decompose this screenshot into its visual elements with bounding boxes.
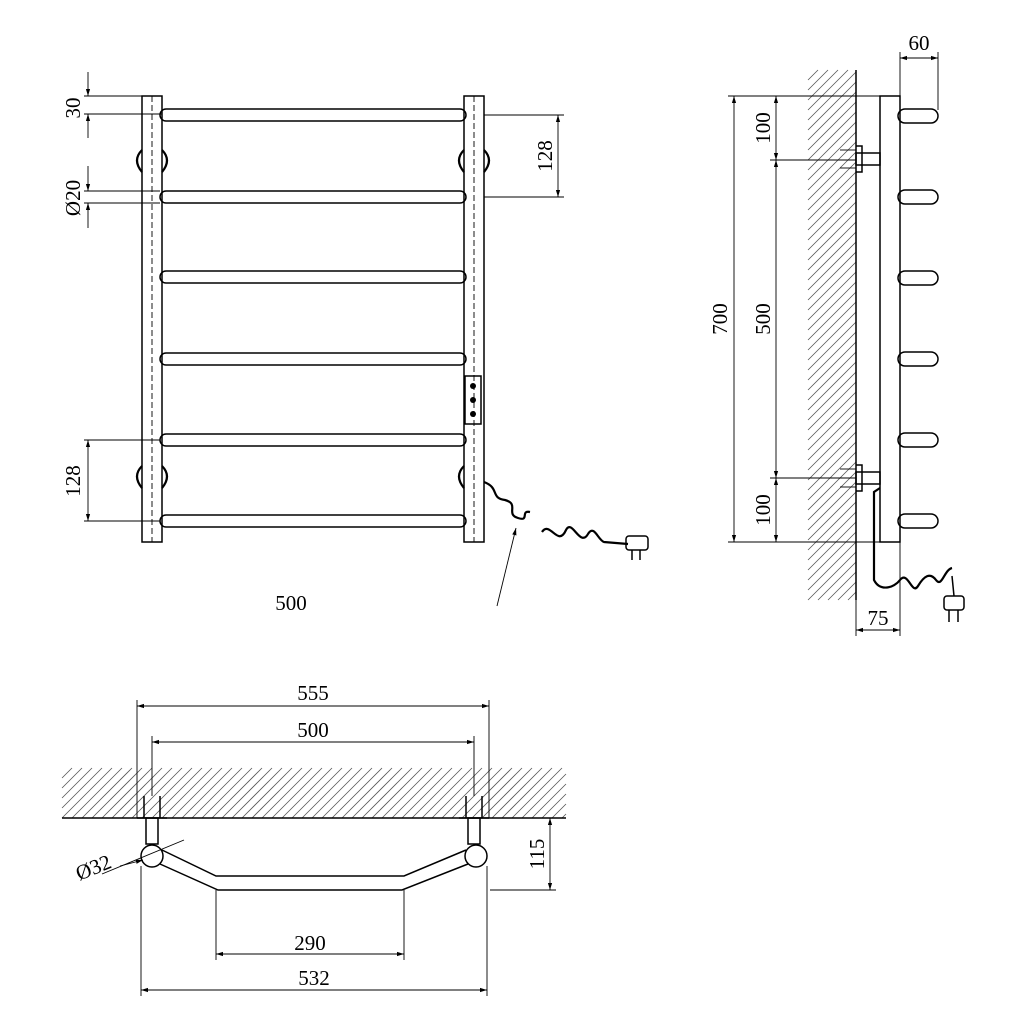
heating-cable — [483, 480, 531, 520]
dim-side-mount-spacing: 500 — [751, 303, 775, 335]
dim-top-offset: 30 — [61, 98, 85, 119]
side-collector — [879, 95, 901, 543]
dim-side-wall-offset: 75 — [868, 606, 889, 630]
top-right-collector — [464, 844, 488, 868]
dim-top-collector-diameter: Ø32 — [72, 850, 115, 886]
side-plug-icon — [943, 595, 965, 611]
dim-top-straight-section: 290 — [294, 931, 326, 955]
rung-5 — [159, 433, 467, 447]
plug-icon — [625, 535, 649, 551]
dim-top-wall-depth: 115 — [525, 839, 549, 870]
side-cable — [872, 487, 953, 590]
top-rung-inner — [159, 863, 469, 891]
dim-top-overall-width: 555 — [297, 681, 329, 705]
top-view: 555 500 115 Ø32 290 532 — [61, 681, 567, 996]
dim-tube-diameter: Ø20 — [61, 180, 85, 216]
dim-side-depth: 60 — [909, 31, 930, 55]
dim-side-top-offset: 100 — [751, 112, 775, 144]
top-rung-outer — [161, 849, 467, 877]
side-view: 60 700 100 500 100 75 — [708, 31, 965, 636]
dim-front-width: 500 — [275, 591, 307, 615]
front-view: 30 Ø20 128 128 500 — [61, 72, 649, 615]
rung-6 — [159, 514, 467, 528]
top-wall-hatch — [61, 767, 567, 819]
rung-2 — [159, 190, 467, 204]
front-mounts — [135, 149, 491, 489]
top-mounts — [137, 796, 489, 845]
side-rungs — [897, 108, 939, 529]
dim-top-mount-spacing: 500 — [297, 718, 329, 742]
dim-lower-spacing: 128 — [61, 465, 85, 497]
side-wall-hatch — [807, 69, 857, 601]
rung-4 — [159, 352, 467, 366]
dim-upper-spacing: 128 — [533, 140, 557, 172]
rung-1 — [159, 108, 467, 122]
side-mounts — [840, 145, 881, 492]
rung-3 — [159, 270, 467, 284]
control-box — [464, 375, 482, 425]
dim-top-outer-width: 532 — [298, 966, 330, 990]
top-left-collector — [140, 844, 164, 868]
dim-side-bottom-offset: 100 — [751, 494, 775, 526]
rungs — [159, 108, 467, 528]
dim-side-height: 700 — [708, 303, 732, 335]
